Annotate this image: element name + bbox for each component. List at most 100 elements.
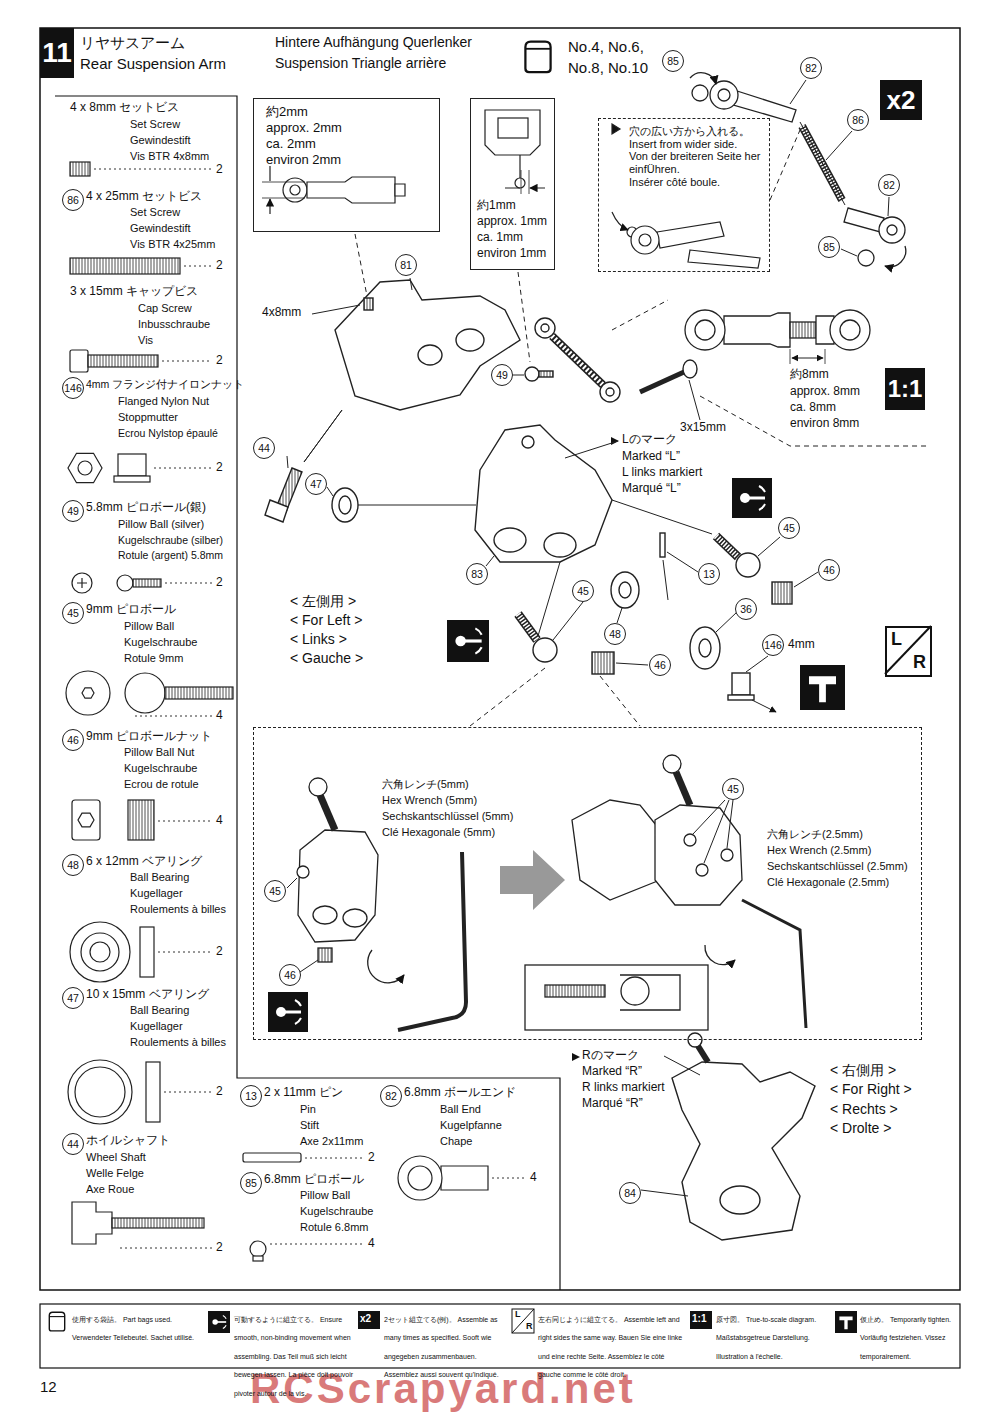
turnbuckle-1to1	[790, 322, 816, 338]
inset-detail	[515, 178, 525, 188]
page-frame	[55, 96, 560, 1290]
callout-number: 146	[62, 377, 84, 399]
callout-number: 45	[722, 778, 744, 800]
left-suspension-assembly	[716, 536, 738, 557]
lr-badge-diagonal	[885, 626, 931, 674]
legend-icon	[49, 1312, 64, 1331]
part-label: 2 x 11mm ピン	[264, 1086, 343, 1100]
callout-number: 85	[662, 50, 684, 72]
part-label: ca. 8mm	[790, 401, 836, 415]
left-suspension-assembly	[539, 371, 553, 377]
ball-end-assembly	[844, 208, 884, 232]
inset-detail	[612, 124, 620, 134]
part-label: Ecrou de rotule	[124, 778, 199, 791]
ball-end-assembly	[790, 80, 889, 256]
part-label: 4mm	[788, 638, 815, 652]
heading-text: Rear Suspension Arm	[80, 55, 226, 72]
left-suspension-assembly	[660, 533, 665, 557]
part-label: 4 x 25mm セットビス	[86, 190, 202, 204]
detail-guide	[355, 130, 930, 726]
leader-line	[287, 456, 818, 672]
inset-detail	[657, 222, 724, 248]
quantity: 2	[216, 354, 223, 368]
page-number: 12	[40, 1378, 57, 1395]
callout-number: 82	[800, 57, 822, 79]
callout-number: 47	[62, 987, 84, 1009]
part-label: Vis BTR 4x25mm	[130, 238, 215, 251]
part-label: 9mm ピロボール	[86, 603, 176, 617]
left-suspension-assembly	[518, 614, 537, 640]
legend-item: 使用する袋詰。 Part bags used. Verwendeter Teil…	[72, 1308, 202, 1345]
callout-number: 84	[619, 1182, 641, 1204]
callout-number: 85	[818, 236, 840, 258]
part-drawing	[68, 1060, 132, 1124]
part-drawing	[112, 1218, 204, 1228]
callout-number: 44	[253, 437, 275, 459]
ball-end-assembly	[710, 81, 738, 109]
turnbuckle-1to1	[840, 320, 860, 340]
side-label: < Rechts >	[830, 1101, 898, 1117]
legend-icon	[835, 1311, 857, 1333]
legend-text: 可動するように組立てる。 Ensure smooth, non-binding …	[234, 1316, 353, 1397]
hex-wrench-steps	[620, 975, 680, 1010]
part-label: Roulements à billes	[130, 1036, 226, 1049]
part-label: ホイルシャフト	[86, 1134, 170, 1148]
side-label: < For Left >	[290, 612, 362, 628]
bag-icon	[525, 42, 550, 73]
quantity: 2	[216, 1085, 223, 1099]
left-suspension-assembly	[592, 652, 614, 674]
inset-detail	[485, 110, 540, 155]
legend-icon	[358, 1311, 380, 1329]
left-suspension-assembly	[518, 614, 537, 640]
quantity: 4	[368, 1237, 375, 1251]
hex-wrench-steps	[742, 900, 806, 1028]
left-suspension-assembly	[683, 360, 697, 378]
part-drawing	[72, 800, 100, 840]
node-text: ca. 2mm	[266, 137, 316, 152]
part-label: Pin	[300, 1103, 316, 1116]
node-text: Clé Hexagonale (5mm)	[382, 826, 495, 839]
part-drawing	[66, 671, 110, 715]
part-label: Kugelschraube	[124, 636, 197, 649]
part-drawing	[77, 578, 87, 588]
turnbuckle-1to1	[792, 358, 823, 359]
part-label: 6.8mm ボールエンド	[404, 1086, 516, 1100]
callout-number: 86	[62, 189, 84, 211]
leader-line	[287, 278, 818, 712]
callout-number: 46	[279, 964, 301, 986]
quantity: 4	[216, 814, 223, 828]
left-suspension-assembly	[728, 695, 754, 700]
part-label: 約8mm	[790, 368, 829, 382]
part-drawing	[81, 933, 119, 971]
quantity: 4	[216, 709, 223, 723]
part-label: Rotule (argent) 5.8mm	[118, 549, 223, 561]
hex-wrench-steps	[343, 909, 367, 927]
inset-detail	[612, 212, 628, 230]
part-label: Marked “R”	[582, 1065, 642, 1079]
left-suspension-assembly	[265, 500, 288, 522]
part-label: Marqué “R”	[582, 1097, 643, 1111]
turnbuckle-1to1	[790, 349, 825, 364]
part-label: 4x8mm	[262, 306, 301, 320]
part-label: Ball Bearing	[130, 1004, 189, 1017]
ball-end-assembly	[887, 225, 897, 235]
hex-wrench-steps	[621, 977, 649, 1005]
part-drawing	[75, 1067, 125, 1117]
node-text: Hex Wrench (5mm)	[382, 794, 477, 807]
part-label: Pillow Ball	[300, 1189, 350, 1202]
right-suspension-arm	[572, 1033, 815, 1240]
hex-wrench-steps	[309, 778, 327, 796]
inset-detail	[498, 118, 528, 138]
callout-number: 83	[466, 563, 488, 585]
part-drawing	[441, 1166, 488, 1190]
heading-text: Hintere Aufhängung Querlenker	[275, 34, 472, 50]
callout-number: 48	[62, 854, 84, 876]
part-label: Marked “L”	[622, 450, 680, 464]
part-label: Wheel Shaft	[86, 1151, 146, 1164]
part-drawing	[78, 813, 94, 827]
part-drawing	[70, 922, 130, 982]
part-drawing	[117, 575, 133, 591]
callout-number: 36	[735, 598, 757, 620]
page-frame	[40, 1304, 960, 1368]
part-drawing	[68, 453, 102, 482]
